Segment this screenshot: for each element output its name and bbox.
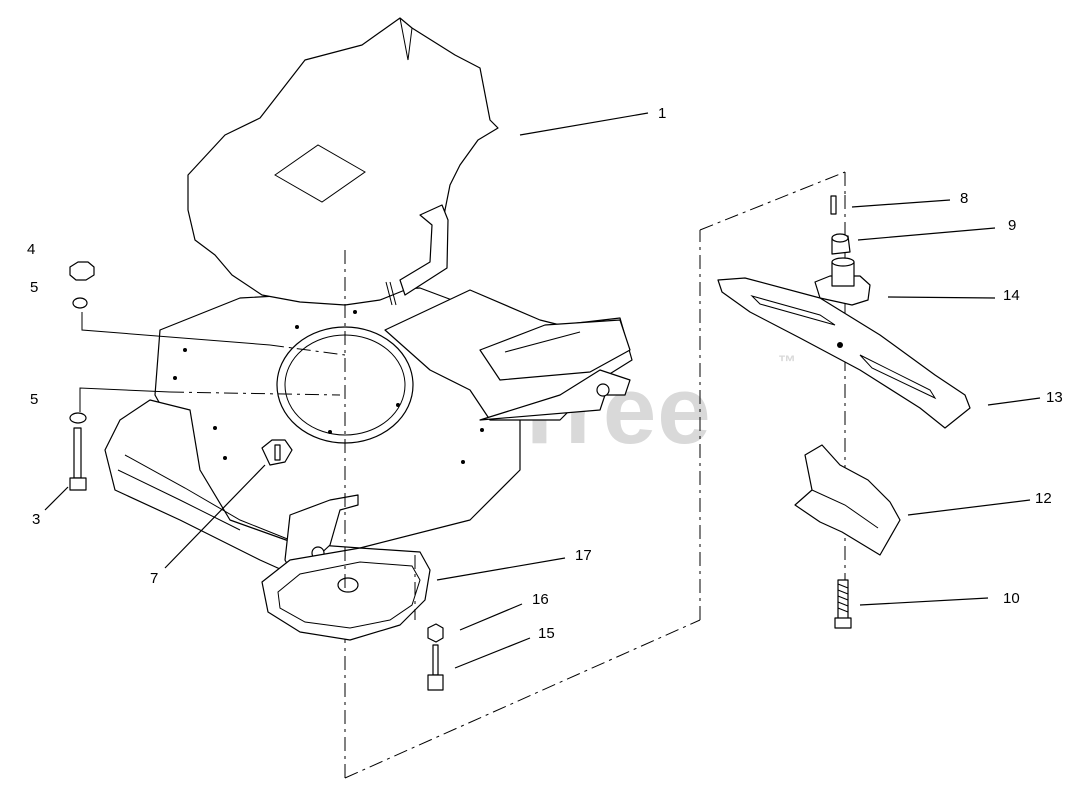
callouts: 1 4 5 5 3 7 8 9 14 13 12 10 17 16 15 — [27, 105, 1063, 642]
callout-15: 15 — [538, 625, 555, 642]
bolt-7 — [261, 439, 293, 466]
flange-plate — [261, 547, 431, 641]
trademark: ™ — [778, 352, 796, 372]
callout-4: 4 — [27, 241, 35, 258]
leader-lines — [44, 112, 1041, 669]
hardware-left — [69, 261, 346, 491]
baffle — [794, 444, 901, 556]
callout-12: 12 — [1035, 490, 1052, 507]
callout-1: 1 — [658, 105, 666, 122]
blade — [717, 277, 971, 429]
callout-14: 14 — [1003, 287, 1020, 304]
callout-5-top: 5 — [30, 279, 38, 296]
callout-7: 7 — [150, 570, 158, 587]
blade-bolt — [834, 579, 852, 629]
callout-16: 16 — [532, 591, 549, 608]
callout-5-bottom: 5 — [30, 391, 38, 408]
blade-hardware — [814, 195, 871, 306]
hardware-bottom — [414, 555, 444, 691]
engine — [187, 17, 499, 306]
callout-13: 13 — [1046, 389, 1063, 406]
callout-10: 10 — [1003, 590, 1020, 607]
callout-3: 3 — [32, 511, 40, 528]
callout-8: 8 — [960, 190, 968, 207]
callout-17: 17 — [575, 547, 592, 564]
callout-9: 9 — [1008, 217, 1016, 234]
